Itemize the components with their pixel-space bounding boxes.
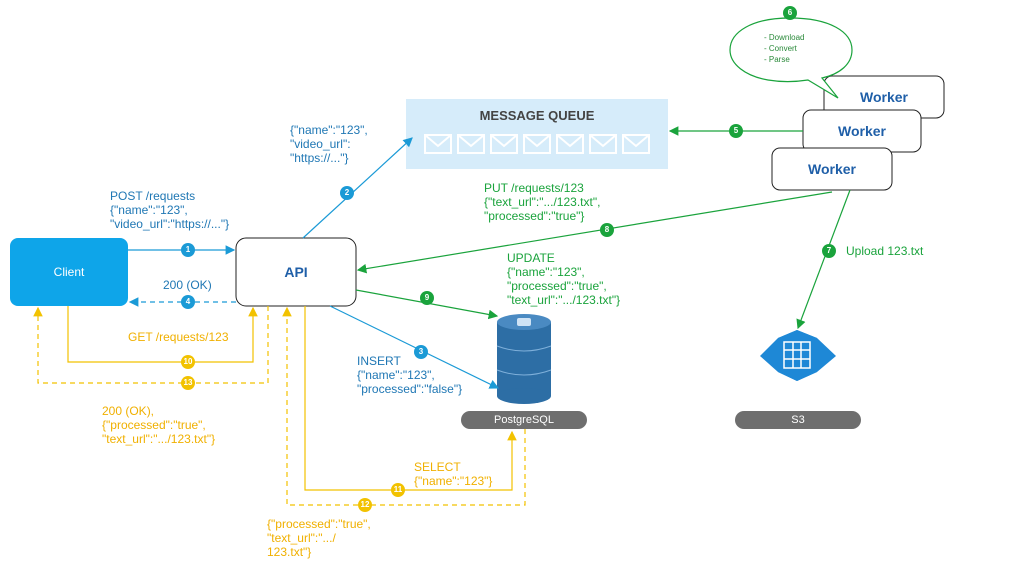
- badge-11: 11: [391, 483, 405, 497]
- arrow-8: [356, 191, 833, 274]
- badge-13: 13: [181, 376, 195, 390]
- client-box: [10, 238, 128, 306]
- badge-7: 7: [822, 244, 836, 258]
- s3-label: S3: [791, 414, 805, 426]
- badge-2: 2: [340, 186, 354, 200]
- badge-4: 4: [181, 295, 195, 309]
- badge-3: 3: [414, 345, 428, 359]
- postgresql-label: PostgreSQL: [494, 414, 554, 426]
- worker-box-front: [771, 147, 893, 191]
- badge-10: 10: [181, 355, 195, 369]
- api-label: API: [284, 264, 308, 280]
- worker-label-back: Worker: [860, 89, 908, 105]
- queue-label: MESSAGE QUEUE: [479, 108, 595, 123]
- arrow-12: [282, 306, 526, 506]
- badge-6: 6: [783, 6, 797, 20]
- badge-1: 1: [181, 243, 195, 257]
- worker-label-front: Worker: [808, 161, 856, 177]
- arrow-13: [33, 306, 269, 384]
- step-13-text: 200 (OK), {"processed":"true", "text_url…: [102, 404, 216, 446]
- arrow-7: [796, 189, 851, 330]
- bubble-line-3: - Parse: [764, 55, 790, 64]
- step-7-text: Upload 123.txt: [846, 244, 924, 258]
- envelope-icons: [424, 134, 650, 154]
- step-3-text: INSERT {"name":"123", "processed":"false…: [357, 354, 463, 396]
- api-box: [235, 237, 357, 307]
- step-8-text: PUT /requests/123 {"text_url":".../123.t…: [484, 181, 601, 223]
- step-4-text: 200 (OK): [163, 278, 212, 292]
- step-10-text: GET /requests/123: [128, 330, 229, 344]
- badge-12: 12: [358, 498, 372, 512]
- step-11-text: SELECT {"name":"123"}: [414, 460, 493, 488]
- s3-hexagon: [760, 330, 836, 381]
- badge-8: 8: [600, 223, 614, 237]
- step-9-text: UPDATE {"name":"123", "processed":"true"…: [507, 251, 621, 307]
- worker-label-middle: Worker: [838, 123, 886, 139]
- arrow-11: [304, 306, 517, 491]
- badge-9: 9: [420, 291, 434, 305]
- arrow-10: [67, 306, 258, 363]
- step-2-text: {"name":"123", "video_url": "https://...…: [290, 123, 368, 165]
- bubble-line-1: - Download: [764, 33, 805, 42]
- speech-bubble: [729, 17, 853, 99]
- postgresql-pill-shape: [461, 411, 587, 429]
- arrow-3: [329, 305, 500, 389]
- bubble-line-2: - Convert: [764, 44, 797, 53]
- arrow-2: [302, 137, 413, 239]
- step-12-text: {"processed":"true", "text_url":".../ 12…: [267, 517, 371, 559]
- client-label: Client: [53, 265, 85, 279]
- s3-pill-shape: [735, 411, 861, 429]
- step-1-text: POST /requests {"name":"123", "video_url…: [110, 189, 230, 231]
- badge-5: 5: [729, 124, 743, 138]
- postgresql-cylinder: [496, 314, 552, 404]
